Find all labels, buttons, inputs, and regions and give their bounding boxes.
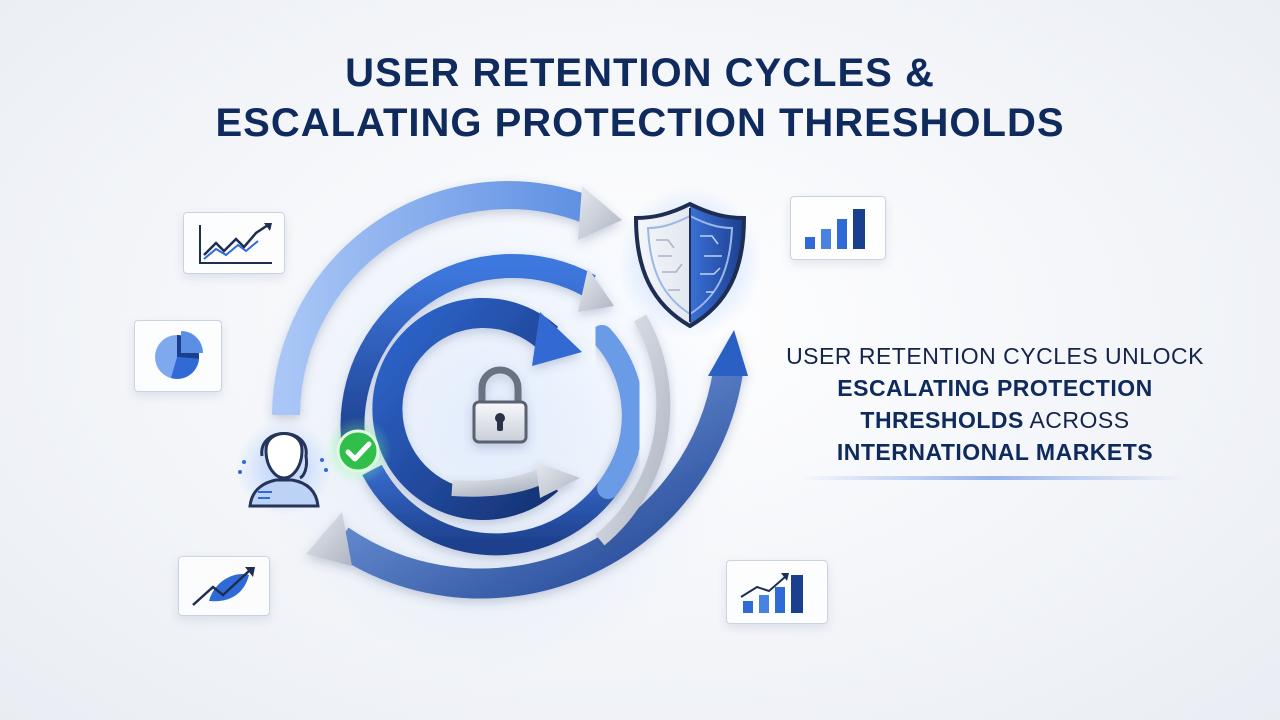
pie-chart-card	[134, 320, 222, 392]
trend-chart-card	[178, 556, 270, 616]
light-ring-segment	[591, 325, 644, 499]
user-icon	[236, 420, 332, 516]
outer-bottom-arrowhead-left	[306, 512, 352, 566]
inner-ring-arrowhead-bottom	[536, 462, 580, 498]
outer-bottom-arrowhead-up	[708, 330, 748, 376]
caption-line-2: ESCALATING PROTECTION	[837, 375, 1153, 401]
page-title: USER RETENTION CYCLES & ESCALATING PROTE…	[0, 48, 1280, 148]
bar-chart-icon	[805, 209, 865, 249]
outer-bottom-arc	[306, 330, 748, 599]
silver-ring-segment	[595, 314, 671, 546]
caption-line-3-bold: THRESHOLDS	[860, 407, 1024, 433]
trend-chart-icon	[192, 567, 255, 606]
checkmark-icon	[324, 417, 392, 485]
caption-line-3-rest: ACROSS	[1023, 407, 1130, 433]
pie-chart-icon	[155, 331, 203, 379]
caption-line-1: USER RETENTION CYCLES UNLOCK	[786, 343, 1204, 369]
shield-icon	[618, 186, 762, 338]
bar-chart-card	[790, 196, 886, 260]
outer-arc-arrowhead	[578, 186, 622, 240]
line-chart-card	[183, 212, 285, 274]
line-chart-icon	[199, 223, 272, 264]
caption-line-4: INTERNATIONAL MARKETS	[836, 439, 1154, 465]
caption-line-3: THRESHOLDS ACROSS	[770, 404, 1220, 436]
inner-ring	[372, 298, 582, 520]
title-line-1: USER RETENTION CYCLES &	[345, 51, 935, 95]
outer-retention-arc	[272, 181, 622, 416]
inner-ring-arrowhead-top	[532, 312, 582, 366]
padlock-icon	[472, 366, 528, 444]
diagram-caption: USER RETENTION CYCLES UNLOCK ESCALATING …	[770, 340, 1220, 468]
bar-trend-chart-icon	[740, 573, 803, 613]
second-ring-arrowhead	[578, 268, 614, 312]
caption-underline	[800, 476, 1185, 480]
bar-trend-chart-card	[726, 560, 828, 624]
title-line-2: ESCALATING PROTECTION THRESHOLDS	[215, 101, 1065, 145]
